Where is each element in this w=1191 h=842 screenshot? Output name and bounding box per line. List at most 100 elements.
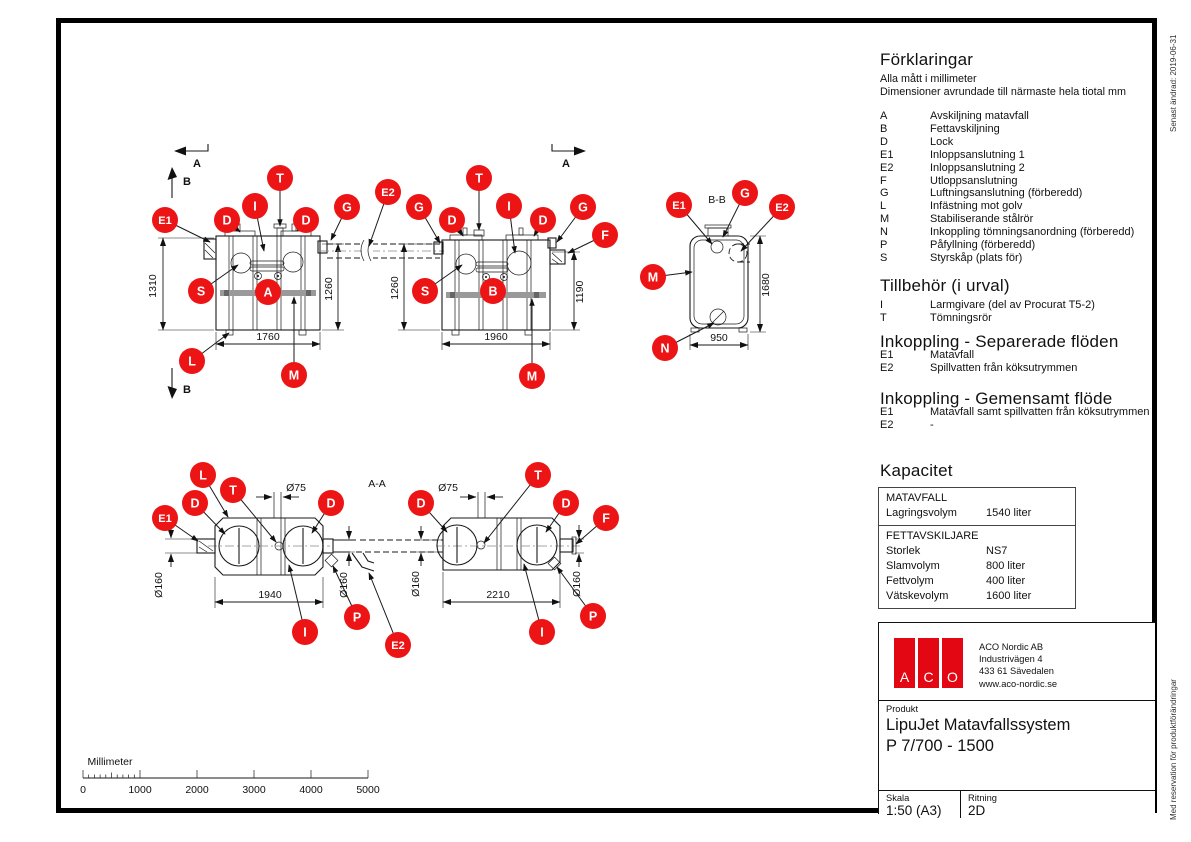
cap-label: Storlek xyxy=(886,545,921,557)
badge-B: B xyxy=(488,285,497,299)
logo-letter: C xyxy=(923,669,934,685)
product-label: Produkt xyxy=(886,704,919,714)
cap-label: Slamvolym xyxy=(886,560,940,572)
acc-key: T xyxy=(880,312,887,325)
badge-D: D xyxy=(326,497,335,511)
section-letter: A xyxy=(562,158,570,170)
cap-value: NS7 xyxy=(986,545,1008,557)
scale-tick: 1000 xyxy=(128,784,152,796)
legend-key: F xyxy=(880,174,887,187)
badge-T: T xyxy=(229,484,237,498)
cap-value: 1600 liter xyxy=(986,590,1032,602)
badge-E2: E2 xyxy=(391,640,404,652)
cap-value: 800 liter xyxy=(986,560,1026,572)
legend-note-1: Alla mått i millimeter xyxy=(880,73,977,85)
capacity-row: Slamvolym 800 liter xyxy=(886,559,1068,574)
badge-E1: E1 xyxy=(672,200,685,212)
letter-badges: E1 D I T D G E2 S A L M G D T I D G F S … xyxy=(152,165,795,658)
section-letter: A xyxy=(193,158,201,170)
dim-o160: Ø160 xyxy=(410,571,422,597)
dim-1680: 1680 xyxy=(760,273,772,297)
dim-o160: Ø160 xyxy=(153,572,165,598)
badge-M: M xyxy=(289,369,299,383)
logo-letter: A xyxy=(899,669,910,685)
legend-desc: Fettavskiljning xyxy=(930,122,1000,135)
badge-D: D xyxy=(222,214,231,228)
section-view-bb: B-B 1680 950 xyxy=(689,194,772,350)
bb-title: B-B xyxy=(708,194,726,206)
badge-D: D xyxy=(416,497,425,511)
dim-1190: 1190 xyxy=(574,281,586,304)
scale-tick: 5000 xyxy=(356,784,380,796)
sheet-frame xyxy=(56,18,1157,813)
dim-1760: 1760 xyxy=(256,331,280,343)
scale-tick: 4000 xyxy=(299,784,323,796)
inlet-desc: - xyxy=(930,419,934,432)
section-marker-a-right: A xyxy=(551,144,586,170)
badge-E1: E1 xyxy=(158,215,171,227)
dim-1310: 1310 xyxy=(147,274,159,298)
badge-I: I xyxy=(540,626,543,640)
dim-o160: Ø160 xyxy=(338,572,350,598)
badge-N: N xyxy=(660,342,669,356)
legend-desc: Avskiljning matavfall xyxy=(930,110,1029,122)
plan-view-1: A-A Ø75 Ø160 Ø160 1940 xyxy=(153,478,443,608)
badge-L: L xyxy=(199,469,207,483)
drawing-cell: Ritning 2D xyxy=(961,791,997,818)
legend-key: E2 xyxy=(880,161,894,174)
inlet-desc: Matavfall xyxy=(930,349,975,361)
legend-key: M xyxy=(880,213,890,226)
badge-I: I xyxy=(303,626,306,640)
badge-G: G xyxy=(414,201,424,215)
badge-E1: E1 xyxy=(158,513,171,525)
inlet-key: E2 xyxy=(880,362,894,375)
dim-2210: 2210 xyxy=(486,589,510,601)
legend-desc: Luftningsanslutning (förberedd) xyxy=(930,187,1083,200)
dim-1960: 1960 xyxy=(484,331,508,343)
badge-D: D xyxy=(301,214,310,228)
legend-desc: Stabiliserande stålrör xyxy=(930,213,1034,226)
acc-key: I xyxy=(880,299,884,311)
legend-key: D xyxy=(880,135,888,148)
capacity-header: MATAVFALL xyxy=(886,492,948,504)
scale-bar-title: Millimeter xyxy=(88,756,133,768)
company-website: www.aco-nordic.se xyxy=(979,678,1058,689)
badge-L: L xyxy=(188,355,196,369)
section-letter: B xyxy=(183,176,191,188)
badge-D: D xyxy=(190,497,199,511)
legend-key: P xyxy=(880,239,888,252)
plan-view-2: Ø75 Ø160 Ø160 2210 xyxy=(410,482,584,608)
accessories-item: I Larmgivare (del av Procurat T5-2) xyxy=(880,299,1155,312)
reservation-note: Med reservation för produktförändringar xyxy=(1169,679,1178,820)
acc-desc: Larmgivare (del av Procurat T5-2) xyxy=(930,299,1095,311)
accessories-title: Tillbehör (i urval) xyxy=(880,276,1010,295)
connecting-pipe-top xyxy=(320,239,444,262)
inlet-common-title: Inkoppling - Gemensamt flöde xyxy=(880,389,1113,408)
badge-M: M xyxy=(648,271,658,285)
legend-title: Förklaringar xyxy=(880,50,974,69)
scale-bar: Millimeter 0 1000 2000 3000 4000 5000 xyxy=(80,756,380,796)
cap-value: 1540 liter xyxy=(986,507,1032,519)
cap-value: 400 liter xyxy=(986,575,1026,587)
drawing-value: 2D xyxy=(968,803,986,818)
scale-cell: Skala 1:50 (A3) xyxy=(879,791,961,818)
capacity-header: FETTAVSKILJARE xyxy=(886,530,979,542)
badge-D: D xyxy=(538,214,547,228)
